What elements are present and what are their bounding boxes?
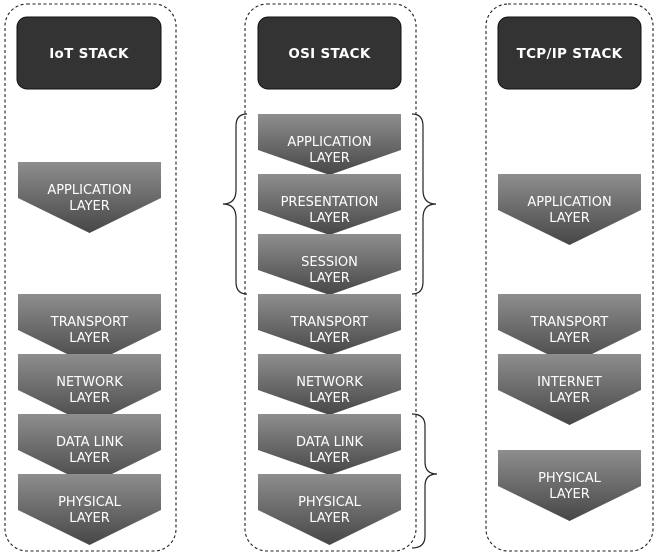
iot-layer-network: NETWORK LAYER (18, 354, 161, 425)
tcpip-layer-internet: INTERNET LAYER (498, 354, 641, 425)
layer-label: LAYER (69, 391, 110, 406)
layer-label: LAYER (549, 331, 590, 346)
layer-label: LAYER (69, 199, 110, 214)
iot-stack-title: IoT STACK (49, 46, 129, 62)
tcpip-stack-title: TCP/IP STACK (517, 46, 623, 62)
layer-label: PHYSICAL (298, 495, 362, 510)
left-brace-osi-upper-layers (222, 113, 248, 295)
layer-label: TRANSPORT (290, 315, 368, 330)
right-brace-osi-upper-layers (411, 113, 437, 295)
layer-label: LAYER (309, 511, 350, 526)
right-brace-osi-lower-layers (411, 413, 438, 549)
osi-layer-session: SESSION LAYER (258, 234, 401, 295)
tcpip-layer-physical: PHYSICAL LAYER (498, 450, 641, 521)
iot-layer-physical: PHYSICAL LAYER (18, 474, 161, 545)
layer-label: INTERNET (537, 375, 602, 390)
layer-label: APPLICATION (47, 183, 131, 198)
layer-label: LAYER (69, 511, 110, 526)
layer-label: LAYER (549, 211, 590, 226)
osi-layer-physical: PHYSICAL LAYER (258, 474, 401, 545)
iot-layer-application: APPLICATION LAYER (18, 162, 161, 233)
layer-label: TRANSPORT (50, 315, 128, 330)
layer-label: LAYER (309, 391, 350, 406)
layer-label: APPLICATION (287, 135, 371, 150)
osi-layer-network: NETWORK LAYER (258, 354, 401, 415)
iot-layer-transport: TRANSPORT LAYER (18, 294, 161, 365)
osi-layer-application: APPLICATION LAYER (258, 114, 401, 175)
layer-label: NETWORK (296, 375, 363, 390)
layer-label: DATA LINK (56, 435, 123, 450)
iot-layer-data-link: DATA LINK LAYER (18, 414, 161, 485)
layer-label: PHYSICAL (538, 471, 602, 486)
layer-label: LAYER (549, 487, 590, 502)
osi-stack-header: OSI STACK (257, 16, 402, 90)
tcpip-stack-frame (485, 3, 654, 552)
layer-label: LAYER (309, 211, 350, 226)
layer-label: DATA LINK (296, 435, 363, 450)
tcpip-layer-transport: TRANSPORT LAYER (498, 294, 641, 365)
layer-label: SESSION (301, 255, 358, 270)
layer-label: LAYER (309, 451, 350, 466)
osi-layer-data-link: DATA LINK LAYER (258, 414, 401, 475)
osi-layer-presentation: PRESENTATION LAYER (258, 174, 401, 235)
osi-layer-transport: TRANSPORT LAYER (258, 294, 401, 355)
iot-stack-frame (4, 3, 177, 552)
layer-label: LAYER (69, 331, 110, 346)
layer-label: LAYER (309, 151, 350, 166)
layer-label: TRANSPORT (530, 315, 608, 330)
layer-label: NETWORK (56, 375, 123, 390)
layer-label: LAYER (309, 331, 350, 346)
tcpip-stack-header: TCP/IP STACK (497, 16, 642, 90)
layer-label: LAYER (309, 271, 350, 286)
iot-stack-header: IoT STACK (16, 16, 162, 90)
layer-label: LAYER (69, 451, 110, 466)
osi-stack-title: OSI STACK (288, 46, 371, 62)
layer-label: PHYSICAL (58, 495, 122, 510)
layer-label: LAYER (549, 391, 590, 406)
osi-stack-frame (244, 3, 417, 552)
layer-label: APPLICATION (527, 195, 611, 210)
layer-label: PRESENTATION (281, 195, 379, 210)
tcpip-layer-application: APPLICATION LAYER (498, 174, 641, 245)
